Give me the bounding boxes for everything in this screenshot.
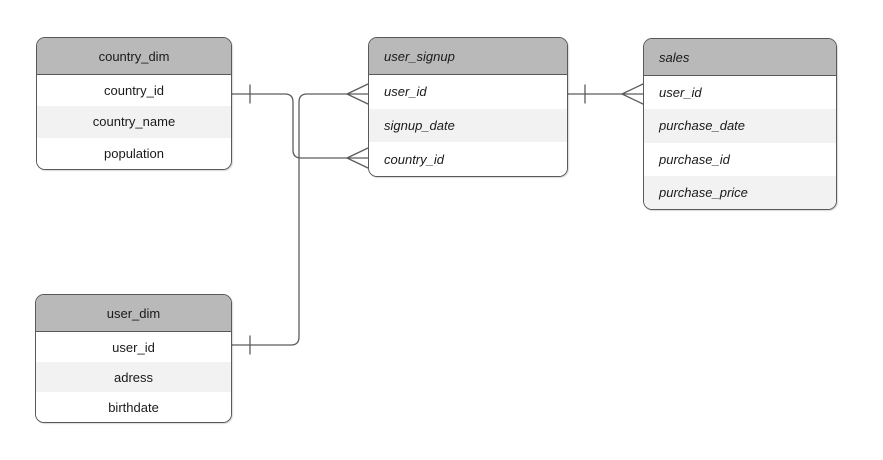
- crow-foot-icon: [346, 147, 369, 169]
- entity-column[interactable]: purchase_price: [644, 175, 836, 209]
- entity-title: country_dim: [37, 38, 231, 75]
- entity-user-signup[interactable]: user_signup user_id signup_date country_…: [368, 37, 568, 177]
- entity-sales[interactable]: sales user_id purchase_date purchase_id …: [643, 38, 837, 210]
- entity-column[interactable]: user_id: [644, 76, 836, 110]
- entity-title: sales: [644, 39, 836, 76]
- entity-column[interactable]: purchase_id: [644, 142, 836, 176]
- crow-foot-icon: [346, 83, 369, 105]
- connector-line[interactable]: [231, 93, 348, 346]
- entity-column[interactable]: purchase_date: [644, 109, 836, 143]
- connector-line[interactable]: [231, 93, 348, 159]
- crow-foot-icon: [621, 83, 644, 105]
- entity-column[interactable]: country_id: [37, 75, 231, 107]
- entity-title: user_signup: [369, 38, 567, 75]
- entity-title: user_dim: [36, 295, 231, 332]
- entity-country-dim[interactable]: country_dim country_id country_name popu…: [36, 37, 232, 170]
- entity-user-dim[interactable]: user_dim user_id adress birthdate: [35, 294, 232, 423]
- connector-user-signup-to-sales[interactable]: [567, 83, 644, 105]
- entity-column[interactable]: country_name: [37, 106, 231, 138]
- connector-country-dim-to-user-signup[interactable]: [231, 84, 369, 169]
- entity-column[interactable]: adress: [36, 362, 231, 392]
- entity-column[interactable]: birthdate: [36, 392, 231, 422]
- entity-column[interactable]: user_id: [369, 75, 567, 109]
- entity-column[interactable]: country_id: [369, 142, 567, 176]
- entity-column[interactable]: user_id: [36, 332, 231, 362]
- connector-user-dim-to-user-signup[interactable]: [231, 83, 369, 355]
- entity-column[interactable]: population: [37, 137, 231, 169]
- entity-column[interactable]: signup_date: [369, 108, 567, 143]
